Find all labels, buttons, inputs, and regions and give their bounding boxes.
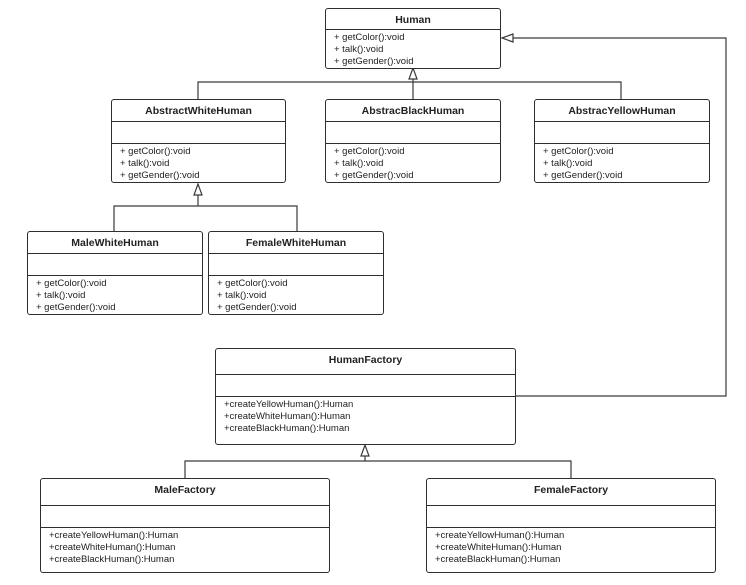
class-male-factory[interactable]: MaleFactory +createYellowHuman():Human +… — [40, 478, 330, 573]
attributes-compartment — [326, 122, 500, 143]
operation: + getGender():void — [334, 170, 414, 181]
divider — [326, 143, 500, 144]
operation: + getColor():void — [120, 146, 191, 157]
class-name: AbstracBlackHuman — [361, 105, 465, 117]
class-name: HumanFactory — [328, 354, 403, 366]
operation: +createYellowHuman():Human — [49, 530, 179, 541]
class-name: MaleWhiteHuman — [71, 237, 159, 249]
divider — [326, 121, 500, 122]
class-name: Human — [395, 14, 431, 26]
operation: + getColor():void — [543, 146, 614, 157]
divider — [326, 29, 500, 30]
divider — [41, 527, 329, 528]
operation: +createBlackHuman():Human — [435, 554, 561, 565]
divider — [427, 527, 715, 528]
class-male-white-human[interactable]: MaleWhiteHuman + getColor():void + talk(… — [27, 231, 203, 315]
operations: +createYellowHuman():Human +createWhiteH… — [41, 528, 329, 566]
operation: +createWhiteHuman():Human — [224, 411, 351, 422]
operation: +createWhiteHuman():Human — [49, 542, 176, 553]
operations: + getColor():void + talk():void + getGen… — [112, 144, 285, 182]
operation: + getColor():void — [36, 278, 107, 289]
attributes-compartment — [427, 506, 715, 527]
operations: + getColor():void + talk():void + getGen… — [326, 30, 500, 68]
generalization-arrowhead-human — [408, 66, 418, 80]
attributes-compartment — [28, 254, 202, 275]
divider — [112, 143, 285, 144]
divider — [535, 121, 709, 122]
divider — [41, 505, 329, 506]
operation: +createWhiteHuman():Human — [435, 542, 562, 553]
divider — [209, 253, 383, 254]
edge-human-factory-to-human — [512, 37, 727, 397]
attributes-compartment — [112, 122, 285, 143]
attributes-compartment — [216, 375, 515, 396]
operation: + getColor():void — [334, 32, 405, 43]
operation: + talk():void — [36, 290, 86, 301]
divider — [535, 143, 709, 144]
class-name: AbstractWhiteHuman — [145, 105, 252, 117]
operation: + talk():void — [120, 158, 170, 169]
edge-abstract-white-to-human — [197, 81, 413, 99]
operation: + getGender():void — [543, 170, 623, 181]
operation: + talk():void — [334, 158, 384, 169]
operation: + getGender():void — [120, 170, 200, 181]
operation: + getGender():void — [36, 302, 116, 313]
divider — [28, 253, 202, 254]
attributes-compartment — [41, 506, 329, 527]
class-abstrac-black-human[interactable]: AbstracBlackHuman + getColor():void + ta… — [325, 99, 501, 183]
attributes-compartment — [209, 254, 383, 275]
attributes-compartment — [535, 122, 709, 143]
divider — [28, 275, 202, 276]
generalization-arrowhead-abstract-white — [193, 182, 203, 196]
operation: + getColor():void — [217, 278, 288, 289]
operation: + getColor():void — [334, 146, 405, 157]
divider — [209, 275, 383, 276]
class-name: FemaleFactory — [533, 484, 609, 496]
operations: + getColor():void + talk():void + getGen… — [28, 276, 202, 314]
operations: +createYellowHuman():Human +createWhiteH… — [216, 397, 515, 435]
generalization-arrowhead-human-factory — [360, 443, 370, 457]
class-human-factory[interactable]: HumanFactory +createYellowHuman():Human … — [215, 348, 516, 445]
class-female-white-human[interactable]: FemaleWhiteHuman + getColor():void + tal… — [208, 231, 384, 315]
divider — [216, 374, 515, 375]
class-abstrac-yellow-human[interactable]: AbstracYellowHuman + getColor():void + t… — [534, 99, 710, 183]
divider — [427, 505, 715, 506]
operation: +createYellowHuman():Human — [224, 399, 354, 410]
operation: + talk():void — [217, 290, 267, 301]
operation: +createYellowHuman():Human — [435, 530, 565, 541]
divider — [112, 121, 285, 122]
class-human[interactable]: Human + getColor():void + talk():void + … — [325, 8, 501, 69]
class-name: AbstracYellowHuman — [568, 105, 676, 117]
class-name: FemaleWhiteHuman — [245, 237, 347, 249]
operations: + getColor():void + talk():void + getGen… — [535, 144, 709, 182]
divider — [216, 396, 515, 397]
arrowhead-human-right — [500, 33, 514, 43]
operations: + getColor():void + talk():void + getGen… — [326, 144, 500, 182]
operation: +createBlackHuman():Human — [224, 423, 350, 434]
operations: +createYellowHuman():Human +createWhiteH… — [427, 528, 715, 566]
operation: +createBlackHuman():Human — [49, 554, 175, 565]
operations: + getColor():void + talk():void + getGen… — [209, 276, 383, 314]
operation: + getGender():void — [334, 56, 414, 67]
operation: + getGender():void — [217, 302, 297, 313]
operation: + talk():void — [334, 44, 384, 55]
class-name: MaleFactory — [154, 484, 216, 496]
edge-male-white-to-abstract-white — [113, 205, 298, 231]
edge-male-factory-to-human-factory — [184, 460, 572, 478]
class-female-factory[interactable]: FemaleFactory +createYellowHuman():Human… — [426, 478, 716, 573]
operation: + talk():void — [543, 158, 593, 169]
class-abstract-white-human[interactable]: AbstractWhiteHuman + getColor():void + t… — [111, 99, 286, 183]
edge-abstract-yellow-to-human — [413, 81, 622, 99]
